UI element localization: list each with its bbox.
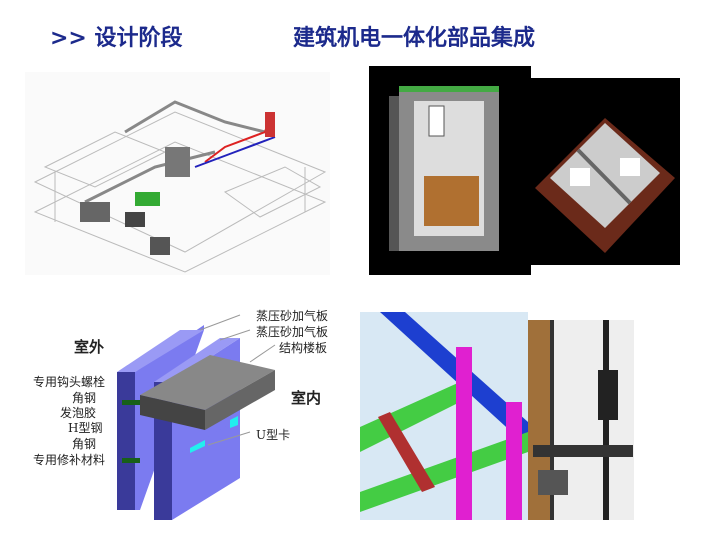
label-foam: 发泡胶 [60,406,97,420]
bathroom-pod-image [369,66,531,275]
label-inside: 室内 [291,389,322,407]
mep-isometric-image [25,72,330,275]
label-h-steel: H型钢 [68,421,103,435]
steel-frame-image [360,312,528,520]
label-u-clip: U型卡 [256,428,291,442]
label-hook-bolt: 专用钩头螺栓 [33,375,106,389]
label-aac-panel-1: 蒸压砂加气板 [256,309,329,323]
label-repair-material: 专用修补材料 [33,453,106,467]
label-angle-steel: 角钢 [72,391,97,405]
label-structural-slab: 结构楼板 [279,341,328,355]
wall-connection-diagram [117,314,276,520]
wall-section-image [528,320,634,520]
bathroom-pod-pair-image [530,78,680,265]
label-aac-panel-2: 蒸压砂加气板 [256,325,329,339]
label-outside: 室外 [74,338,105,356]
label-angle-steel-2: 角钢 [72,437,97,451]
slide-title: 建筑机电一体化部品集成 [293,26,536,51]
section-label: >> 设计阶段 [50,26,183,51]
